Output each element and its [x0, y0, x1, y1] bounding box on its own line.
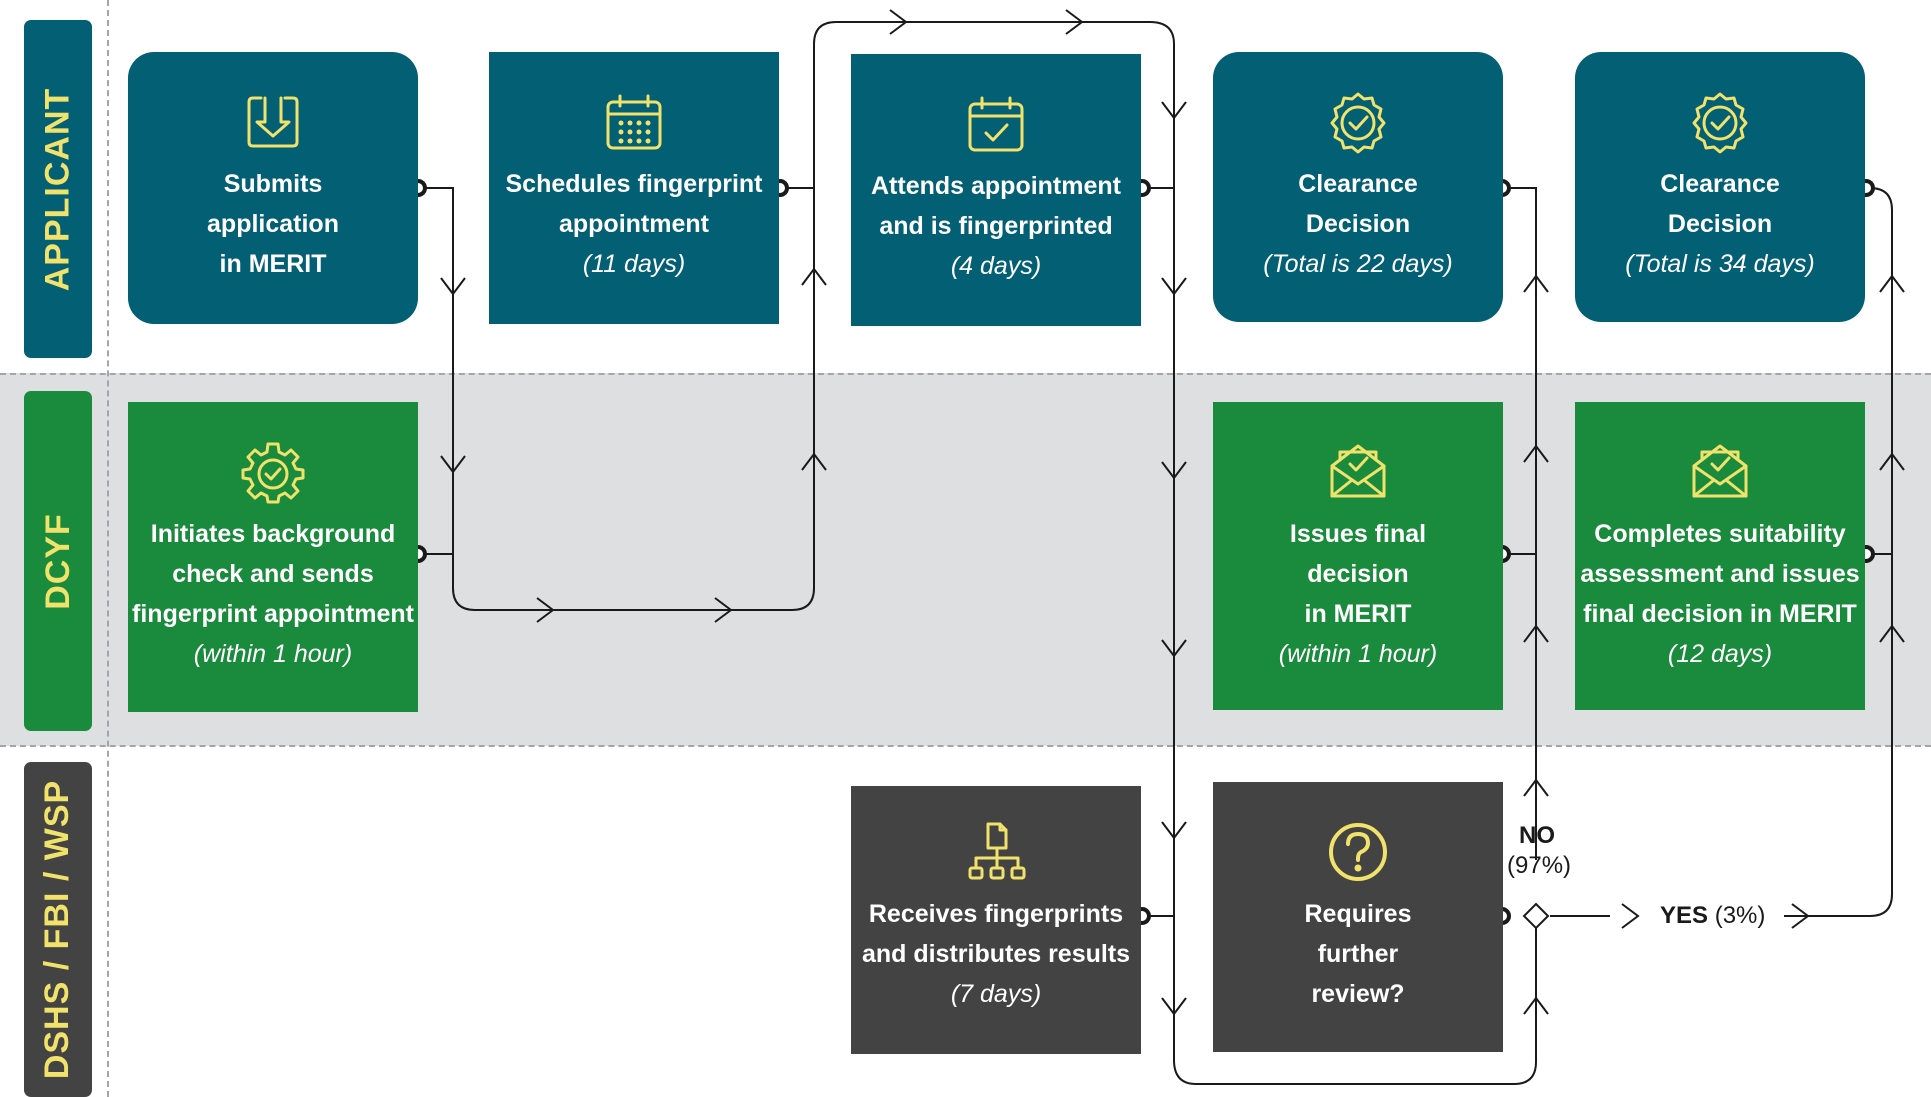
step-title: Attends appointment and is fingerprinted	[871, 172, 1121, 240]
step-submits-application: Submits application in MERIT	[128, 52, 418, 324]
lane-label-divider	[107, 0, 109, 1097]
step-schedules-fingerprint: Schedules fingerprint appointment (11 da…	[489, 52, 779, 324]
envelope-check-icon	[1692, 444, 1748, 498]
question-circle-icon	[1329, 823, 1387, 881]
calendar-icon	[606, 94, 662, 150]
step-duration: (within 1 hour)	[193, 640, 353, 668]
gear-check-icon	[241, 442, 305, 504]
step-title: Issues final decision in MERIT	[1289, 520, 1427, 628]
step-title: Submits application in MERIT	[207, 170, 339, 278]
step-attends-appointment: Attends appointment and is fingerprinted…	[851, 54, 1141, 326]
branch-yes-label: YES	[1660, 902, 1709, 929]
step-receives-fingerprints: Receives fingerprints and distributes re…	[851, 786, 1141, 1054]
lane-label-applicant: APPLICANT	[24, 20, 92, 358]
step-duration: (4 days)	[950, 252, 1042, 280]
verified-badge-icon	[1692, 92, 1748, 154]
lane-label-dcyf: DCYF	[24, 391, 92, 731]
step-title: Completes suitability assessment and iss…	[1580, 520, 1860, 628]
envelope-check-icon	[1330, 444, 1386, 498]
step-clearance-decision-34: Clearance Decision (Total is 34 days)	[1575, 52, 1865, 322]
step-title: Clearance Decision	[1298, 170, 1418, 238]
step-duration: (11 days)	[582, 250, 686, 278]
step-title: Initiates background check and sends fin…	[132, 520, 414, 628]
step-initiates-background-check: Initiates background check and sends fin…	[128, 402, 418, 712]
step-title: Requires further review?	[1304, 900, 1412, 1008]
step-duration: (Total is 34 days)	[1625, 250, 1815, 278]
step-title: Receives fingerprints and distributes re…	[861, 900, 1131, 968]
step-clearance-decision-22: Clearance Decision (Total is 22 days)	[1213, 52, 1503, 322]
lane-label-dshs-fbi-wsp: DSHS / FBI / WSP	[24, 762, 92, 1097]
branch-yes: YES (3%)	[1660, 902, 1765, 930]
step-requires-further-review: Requires further review?	[1213, 782, 1503, 1052]
step-title: Schedules fingerprint appointment	[505, 170, 763, 238]
step-duration: (within 1 hour)	[1278, 640, 1438, 668]
step-completes-suitability: Completes suitability assessment and iss…	[1575, 402, 1865, 710]
step-issues-final-decision: Issues final decision in MERIT (within 1…	[1213, 402, 1503, 710]
step-title: Clearance Decision	[1660, 170, 1780, 238]
verified-badge-icon	[1330, 92, 1386, 154]
branch-no-percent: (97%)	[1507, 852, 1572, 879]
download-document-icon	[247, 96, 299, 148]
org-chart-icon	[968, 822, 1026, 880]
step-duration: (Total is 22 days)	[1263, 250, 1453, 278]
step-duration: (12 days)	[1667, 640, 1773, 668]
step-duration: (7 days)	[950, 980, 1042, 1008]
branch-yes-percent: (3%)	[1714, 902, 1766, 929]
branch-no-label: NO	[1519, 822, 1555, 849]
lane-divider	[0, 745, 1931, 747]
lane-divider	[0, 373, 1931, 375]
calendar-check-icon	[968, 96, 1024, 152]
